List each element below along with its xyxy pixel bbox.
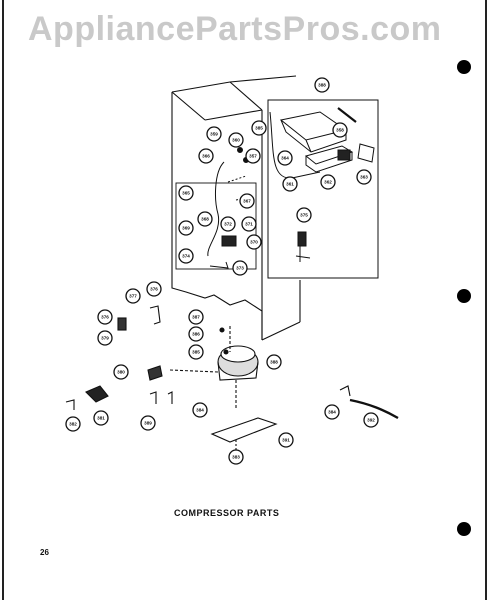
callout-374: 374 <box>178 248 194 264</box>
callout-388a: 388 <box>314 77 330 93</box>
cabinet-outline <box>171 75 379 341</box>
svg-text:366: 366 <box>202 154 210 159</box>
callout-383: 383 <box>228 449 244 465</box>
callout-358: 358 <box>332 122 348 138</box>
svg-text:379: 379 <box>101 336 109 341</box>
svg-text:358: 358 <box>336 128 344 133</box>
callout-364: 364 <box>277 150 293 166</box>
callout-391: 391 <box>278 432 294 448</box>
svg-text:374: 374 <box>182 254 190 259</box>
svg-text:375: 375 <box>300 213 308 218</box>
diagram-caption: COMPRESSOR PARTS <box>174 508 280 518</box>
callout-376b: 376 <box>97 309 113 325</box>
svg-text:386: 386 <box>192 332 200 337</box>
svg-text:391: 391 <box>282 438 290 443</box>
callout-384a: 384 <box>192 402 208 418</box>
binder-hole-middle <box>457 289 471 303</box>
svg-text:388: 388 <box>270 360 278 365</box>
right-scan-edge <box>485 0 487 600</box>
svg-text:361: 361 <box>286 182 294 187</box>
callout-392: 392 <box>363 412 379 428</box>
callout-388b: 388 <box>266 354 282 370</box>
callout-387: 387 <box>188 309 204 325</box>
watermark: AppliancePartsPros.com <box>28 10 442 48</box>
svg-text:365: 365 <box>182 191 190 196</box>
svg-text:382: 382 <box>69 422 77 427</box>
callout-372: 372 <box>220 216 236 232</box>
callout-369: 369 <box>178 220 194 236</box>
svg-text:364: 364 <box>281 156 289 161</box>
svg-text:371: 371 <box>245 222 253 227</box>
callout-385b: 385 <box>188 344 204 360</box>
left-scan-edge <box>2 0 4 600</box>
svg-text:373: 373 <box>236 266 244 271</box>
callout-363: 363 <box>356 169 372 185</box>
callout-362: 362 <box>320 174 336 190</box>
svg-text:370: 370 <box>250 240 258 245</box>
svg-text:368: 368 <box>201 217 209 222</box>
svg-text:360: 360 <box>232 138 240 143</box>
callout-357: 357 <box>245 148 261 164</box>
svg-text:377: 377 <box>129 294 137 299</box>
svg-text:385: 385 <box>192 350 200 355</box>
svg-text:388: 388 <box>318 83 326 88</box>
svg-text:369: 369 <box>182 226 190 231</box>
svg-text:372: 372 <box>224 222 232 227</box>
callout-384b: 384 <box>324 404 340 420</box>
ice-maker-assembly <box>269 107 375 179</box>
svg-text:367: 367 <box>243 199 251 204</box>
callout-366: 366 <box>198 148 214 164</box>
svg-text:363: 363 <box>360 175 368 180</box>
callout-389: 389 <box>140 415 156 431</box>
callout-376a: 376 <box>146 281 162 297</box>
page-number: 26 <box>40 548 49 557</box>
svg-text:384: 384 <box>196 408 204 413</box>
callout-375: 375 <box>296 207 312 223</box>
svg-text:381: 381 <box>97 416 105 421</box>
callout-367: 367 <box>239 193 255 209</box>
binder-hole-top <box>457 60 471 74</box>
svg-text:380: 380 <box>117 370 125 375</box>
callout-365: 365 <box>178 185 194 201</box>
svg-text:384: 384 <box>328 410 336 415</box>
svg-text:376: 376 <box>150 287 158 292</box>
svg-text:392: 392 <box>367 418 375 423</box>
callout-368: 368 <box>197 211 213 227</box>
callout-385a: 385 <box>251 120 267 136</box>
callout-371: 371 <box>241 216 257 232</box>
callout-377: 377 <box>125 288 141 304</box>
svg-text:387: 387 <box>192 315 200 320</box>
svg-text:389: 389 <box>144 421 152 426</box>
callout-360: 360 <box>228 132 244 148</box>
callout-370: 370 <box>246 234 262 250</box>
water-valve-area <box>207 147 311 269</box>
binder-hole-bottom <box>457 522 471 536</box>
callout-379: 379 <box>97 330 113 346</box>
svg-text:362: 362 <box>324 180 332 185</box>
callout-359: 359 <box>206 126 222 142</box>
svg-text:359: 359 <box>210 132 218 137</box>
part-callouts: 388 359 360 385 366 357 358 364 361 362 … <box>65 77 379 465</box>
callout-361: 361 <box>282 176 298 192</box>
callout-386: 386 <box>188 326 204 342</box>
callout-380: 380 <box>113 364 129 380</box>
svg-text:383: 383 <box>232 455 240 460</box>
svg-text:385: 385 <box>255 126 263 131</box>
callout-382: 382 <box>65 416 81 432</box>
svg-text:357: 357 <box>249 154 257 159</box>
compressor-assembly <box>65 305 399 452</box>
svg-text:376: 376 <box>101 315 109 320</box>
callout-373: 373 <box>232 260 248 276</box>
callout-381: 381 <box>93 410 109 426</box>
